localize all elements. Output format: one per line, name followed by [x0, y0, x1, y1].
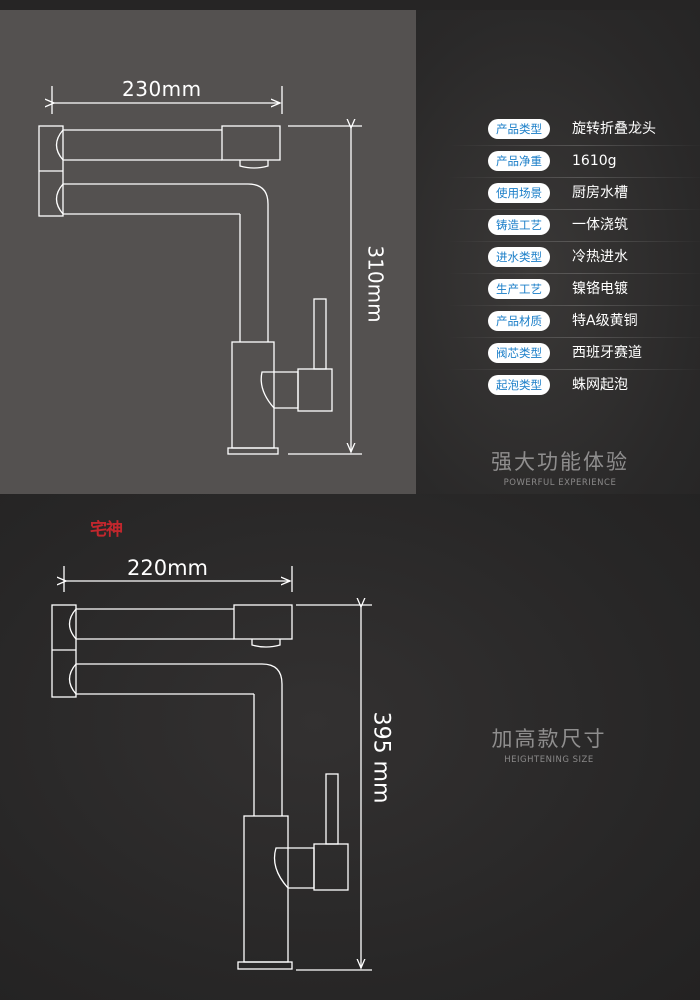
spec-divider: [448, 369, 700, 370]
spec-divider: [448, 273, 700, 274]
spec-row: 产品净重 1610g: [448, 148, 700, 180]
spec-row: 铸造工艺 一体浇筑: [448, 212, 700, 244]
faucet-model-2-outline: [51, 566, 372, 971]
spec-row: 起泡类型 蛛网起泡: [488, 372, 688, 404]
spec-label: 使用场景: [488, 183, 550, 203]
spec-value: 冷热进水: [572, 249, 628, 265]
spec-label: 产品类型: [488, 119, 550, 139]
section1-title: 强大功能体验: [491, 450, 629, 474]
spec-divider: [448, 145, 700, 146]
spec-label: 生产工艺: [488, 279, 550, 299]
spec-value: 旋转折叠龙头: [572, 121, 656, 137]
spec-label: 产品材质: [488, 311, 550, 331]
spec-label: 进水类型: [488, 247, 550, 267]
spec-row: 生产工艺 镍铬电镀: [448, 276, 700, 308]
brand-logo: 宅神: [90, 520, 123, 540]
model2-height-label: 395 mm: [368, 711, 394, 804]
spec-label: 阀芯类型: [488, 343, 550, 363]
spec-label: 起泡类型: [488, 375, 550, 395]
spec-value: 蛛网起泡: [572, 377, 628, 393]
spec-label: 铸造工艺: [488, 215, 550, 235]
section2-title: 加高款尺寸: [491, 727, 607, 751]
spec-row: 使用场景 厨房水槽: [448, 180, 700, 212]
section1-subtitle: POWERFUL EXPERIENCE: [503, 478, 617, 488]
section1-caption: 强大功能体验 POWERFUL EXPERIENCE: [470, 446, 650, 488]
spec-divider: [448, 209, 700, 210]
model1-width-label: 230mm: [122, 77, 202, 101]
spec-value: 一体浇筑: [572, 217, 628, 233]
section2-caption: 加高款尺寸 HEIGHTENING SIZE: [464, 723, 634, 765]
spec-divider: [448, 177, 700, 178]
spec-value: 镍铬电镀: [572, 281, 628, 297]
spec-value: 特A级黄铜: [572, 313, 638, 329]
spec-divider: [448, 337, 700, 338]
spec-row: 产品材质 特A级黄铜: [448, 308, 700, 340]
spec-row: 阀芯类型 西班牙赛道: [448, 340, 700, 372]
section2-subtitle: HEIGHTENING SIZE: [504, 755, 594, 765]
spec-value: 厨房水槽: [572, 185, 628, 201]
spec-value: 西班牙赛道: [572, 345, 642, 361]
spec-panel-background: [416, 10, 700, 494]
model2-width-label: 220mm: [127, 556, 208, 580]
spec-label: 产品净重: [488, 151, 550, 171]
spec-divider: [448, 241, 700, 242]
spec-row: 进水类型 冷热进水: [448, 244, 700, 276]
model1-height-label: 310mm: [363, 245, 388, 323]
spec-divider: [448, 305, 700, 306]
spec-value: 1610g: [572, 153, 617, 169]
spec-row: 产品类型 旋转折叠龙头: [448, 116, 700, 148]
spec-list: 产品类型 旋转折叠龙头 产品净重 1610g 使用场景 厨房水槽 铸造工艺 一体…: [448, 116, 700, 404]
faucet-model-1-outline: [38, 86, 362, 455]
